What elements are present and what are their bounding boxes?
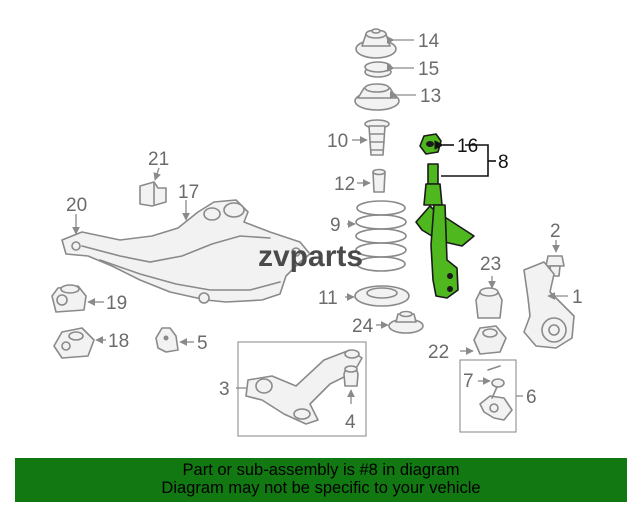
part-17-crossmember[interactable] bbox=[61, 199, 311, 304]
callout-19: 19 bbox=[106, 293, 127, 314]
callout-1: 1 bbox=[572, 287, 583, 308]
part-7-cotter-pin[interactable] bbox=[478, 365, 501, 385]
part-23-mount[interactable] bbox=[475, 276, 503, 319]
callout-20: 20 bbox=[66, 195, 87, 216]
part-14-strut-mount[interactable] bbox=[355, 28, 414, 59]
control-arm-group-box bbox=[237, 341, 367, 437]
part-10-bump-stop[interactable] bbox=[352, 119, 390, 156]
callout-7: 7 bbox=[463, 371, 474, 392]
part-24-cushion[interactable] bbox=[376, 310, 424, 334]
callout-13: 13 bbox=[420, 86, 441, 107]
callout-17: 17 bbox=[178, 182, 199, 203]
callout-10: 10 bbox=[327, 131, 348, 152]
callout-3: 3 bbox=[219, 379, 230, 400]
callout-5: 5 bbox=[197, 333, 208, 354]
callout-6: 6 bbox=[526, 387, 537, 408]
part-22-mount[interactable] bbox=[460, 325, 507, 355]
part-8-strut-assembly[interactable] bbox=[415, 144, 496, 299]
part-16-nut[interactable] bbox=[419, 133, 454, 155]
banner-line-1: Part or sub-assembly is #8 in diagram bbox=[182, 461, 460, 479]
part-21-bracket[interactable] bbox=[139, 167, 167, 207]
part-4-bushing[interactable] bbox=[343, 365, 359, 404]
callout-18: 18 bbox=[108, 331, 129, 352]
callout-14: 14 bbox=[418, 31, 440, 52]
part-3-control-arm[interactable] bbox=[236, 349, 363, 425]
part-19-bushing[interactable] bbox=[51, 284, 104, 313]
callout-16: 16 bbox=[457, 136, 478, 157]
part-15-bearing[interactable] bbox=[364, 61, 414, 78]
parts-diagram: 14 15 13 10 12 9 bbox=[51, 28, 583, 437]
callout-9: 9 bbox=[330, 215, 341, 236]
callout-8: 8 bbox=[498, 152, 509, 173]
part-13-spring-seat[interactable] bbox=[354, 83, 416, 111]
callout-21: 21 bbox=[148, 149, 169, 170]
part-5-bracket[interactable] bbox=[155, 327, 194, 353]
part-11-lower-insulator[interactable] bbox=[345, 285, 410, 307]
callout-12: 12 bbox=[334, 174, 355, 195]
callout-2: 2 bbox=[550, 221, 561, 242]
info-banner: Part or sub-assembly is #8 in diagram Di… bbox=[15, 458, 627, 502]
part-6-ball-joint[interactable] bbox=[479, 378, 523, 421]
part-18-mount[interactable] bbox=[53, 327, 106, 359]
callout-11: 11 bbox=[318, 288, 338, 309]
callout-22: 22 bbox=[428, 342, 449, 363]
callout-15: 15 bbox=[418, 59, 439, 80]
callout-24: 24 bbox=[352, 316, 374, 337]
callout-23: 23 bbox=[480, 254, 501, 275]
watermark-logo: zvparts bbox=[258, 240, 363, 273]
part-9-coil-spring[interactable] bbox=[347, 200, 407, 272]
part-12-dust-boot[interactable] bbox=[357, 168, 386, 193]
callout-4: 4 bbox=[345, 412, 356, 433]
part-1-knuckle[interactable] bbox=[523, 261, 575, 349]
banner-line-2: Diagram may not be specific to your vehi… bbox=[161, 479, 481, 497]
